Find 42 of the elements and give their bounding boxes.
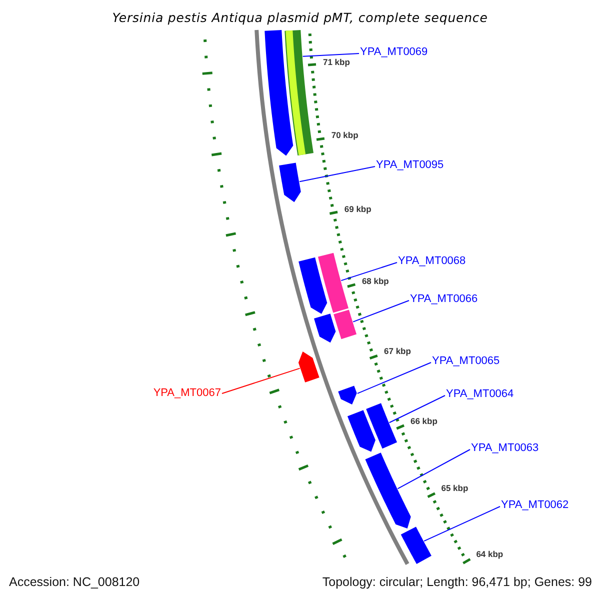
leader-line bbox=[299, 166, 376, 182]
leader-line bbox=[302, 53, 360, 57]
gene-label: YPA_MT0067 bbox=[153, 387, 221, 400]
gene-segment bbox=[318, 252, 348, 313]
scale-label: 70 kbp bbox=[331, 130, 358, 140]
scale-label: 67 kbp bbox=[384, 346, 411, 356]
gene-block bbox=[279, 162, 301, 202]
leader-line bbox=[340, 262, 398, 282]
topology-text: Topology: circular; Length: 96,471 bp; Genes: 99 bbox=[322, 574, 592, 590]
gene-segment bbox=[284, 30, 314, 156]
gene-block bbox=[365, 452, 411, 529]
gene-segment bbox=[334, 310, 357, 340]
gene-block bbox=[347, 410, 376, 452]
gene-segment bbox=[366, 403, 398, 449]
gene-label: YPA_MT0068 bbox=[398, 255, 466, 268]
scale-label: 64 kbp bbox=[476, 548, 504, 559]
gene-label: YPA_MT0063 bbox=[471, 442, 539, 455]
gene-label: YPA_MT0062 bbox=[501, 499, 569, 512]
gene-block bbox=[264, 30, 294, 156]
gene-label: YPA_MT0064 bbox=[446, 388, 514, 401]
scale-label: 66 kbp bbox=[410, 416, 438, 426]
leader-line bbox=[357, 362, 432, 394]
leader-line bbox=[222, 368, 300, 394]
gene-segment bbox=[400, 526, 432, 564]
gene-label: YPA_MT0069 bbox=[360, 46, 428, 59]
scale-label: 71 kbp bbox=[322, 56, 350, 67]
accession-text: Accession: NC_008120 bbox=[9, 574, 140, 590]
scale-label: 65 kbp bbox=[441, 483, 468, 494]
gene-label: YPA_MT0065 bbox=[432, 355, 500, 368]
gene-block bbox=[298, 257, 328, 314]
leader-line bbox=[424, 506, 500, 542]
gene-block bbox=[338, 386, 357, 405]
leader-line bbox=[352, 300, 410, 322]
scale-label: 68 kbp bbox=[362, 276, 389, 286]
gene-label: YPA_MT0095 bbox=[376, 159, 444, 172]
gene-label: YPA_MT0066 bbox=[410, 293, 478, 306]
scale-label: 69 kbp bbox=[344, 204, 372, 214]
leader-line bbox=[388, 395, 446, 424]
map-title: Yersinia pestis Antiqua plasmid pMT, complete sequence bbox=[112, 9, 488, 26]
gene-block bbox=[314, 314, 336, 343]
gene-block bbox=[298, 352, 320, 382]
leader-line bbox=[397, 449, 470, 490]
